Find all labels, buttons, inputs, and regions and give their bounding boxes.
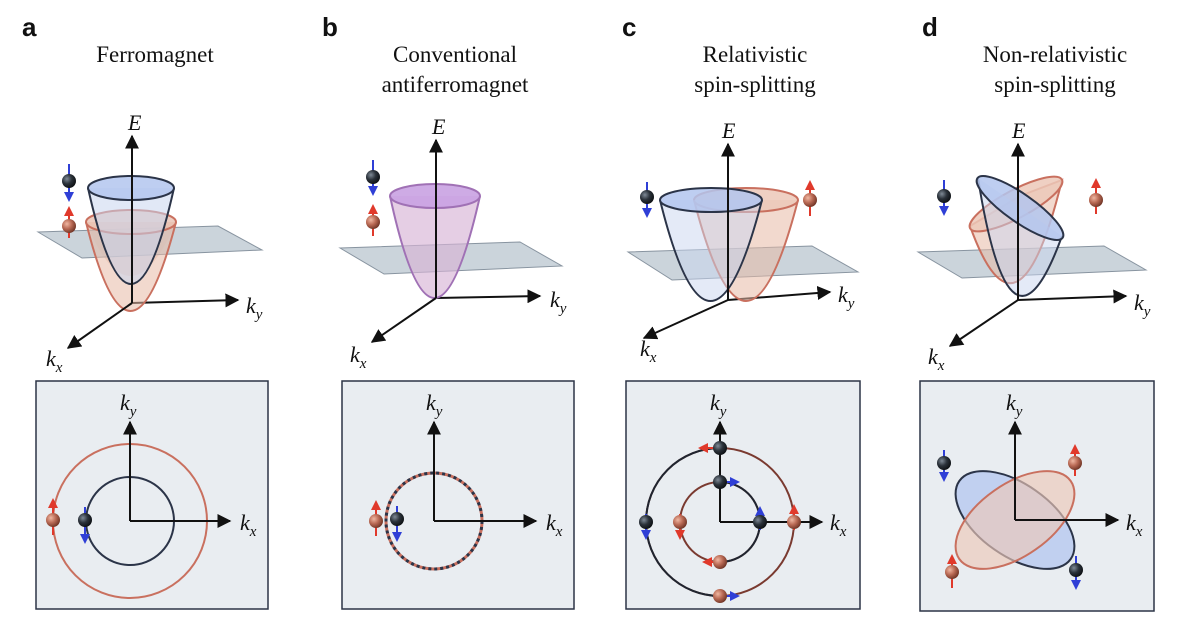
panel-title: Ferromagnet [96, 42, 214, 67]
panel-ferromagnet: a Ferromagnet E ky kx ky kx [0, 0, 300, 632]
panel-title: Relativistic spin-splitting [694, 42, 816, 97]
spin-up-electron [62, 219, 76, 233]
panel-letter: d [922, 12, 938, 42]
spin-down-band-rim [659, 187, 763, 213]
fermi-surface-inset [341, 380, 575, 610]
spin-down-electron [78, 513, 92, 527]
panel-conventional-afm: b Conventional antiferromagnet E ky kx k… [300, 0, 600, 632]
panel-letter: a [22, 12, 37, 42]
kx-axis [370, 297, 437, 343]
spin-down-electron [62, 174, 76, 188]
spin-down-electron [937, 189, 951, 203]
spin-down-electron [366, 170, 380, 184]
band-diagram-3d: E ky kx ky kx [916, 118, 1155, 612]
fermi-surface-inset [35, 380, 269, 610]
kx-axis-label: kx [350, 342, 367, 372]
spin-down-electron [937, 456, 951, 470]
spin-down-electron [1069, 563, 1083, 577]
fermi-surface-inset [625, 380, 861, 610]
inset-ky-label: ky [426, 390, 443, 420]
spin-up-electron [1089, 193, 1103, 207]
ky-axis [435, 289, 542, 304]
inset-ky-label: ky [710, 390, 727, 420]
kx-axis [66, 302, 133, 349]
ky-axis-label: ky [246, 293, 263, 323]
energy-axis-label: E [1011, 118, 1026, 143]
panel-letter: c [622, 12, 637, 42]
spin-up-electron [369, 514, 383, 528]
spin-down-electron [640, 190, 654, 204]
spin-up-electron [945, 565, 959, 579]
panel-relativistic-splitting: c Relativistic spin-splitting E ky kx ky… [600, 0, 900, 632]
inset-kx-label: kx [830, 510, 847, 540]
ky-axis-label: ky [550, 287, 567, 317]
inset-ky-label: ky [120, 390, 137, 420]
inset-ky-label: ky [1006, 390, 1023, 420]
kx-axis-label: kx [640, 336, 657, 366]
spin-up-electron [46, 513, 60, 527]
kx-axis [642, 299, 729, 340]
kx-axis-label: kx [46, 346, 63, 376]
band-diagram-3d: E ky kx ky kx [35, 110, 269, 610]
energy-axis-label: E [431, 114, 446, 139]
spin-texture [639, 441, 801, 603]
panel-letter: b [322, 12, 338, 42]
kx-axis-label: kx [928, 344, 945, 374]
ky-axis [1017, 289, 1128, 304]
energy-axis-label: E [127, 110, 142, 135]
band-diagram-3d: E ky kx ky kx [625, 118, 861, 610]
band-diagram-3d: E ky kx ky kx [338, 114, 575, 610]
spin-up-electron [366, 215, 380, 229]
inset-kx-label: kx [546, 510, 563, 540]
spin-up-electron [803, 193, 817, 207]
ky-axis-label: ky [838, 282, 855, 312]
ky-axis [131, 293, 240, 308]
panel-title: Conventional antiferromagnet [381, 42, 529, 97]
spin-down-electron [390, 512, 404, 526]
panel-title: Non-relativistic spin-splitting [982, 42, 1128, 97]
spin-up-electron [1068, 456, 1082, 470]
inset-kx-label: kx [240, 510, 257, 540]
kx-axis [948, 299, 1019, 347]
panel-nonrelativistic-splitting: d Non-relativistic spin-splitting E ky k… [900, 0, 1200, 632]
energy-axis-label: E [721, 118, 736, 143]
spin-down-band-surface [659, 199, 763, 302]
ky-axis-label: ky [1134, 290, 1151, 320]
spin-down-band-rim [975, 175, 1065, 241]
inset-kx-label: kx [1126, 510, 1143, 540]
